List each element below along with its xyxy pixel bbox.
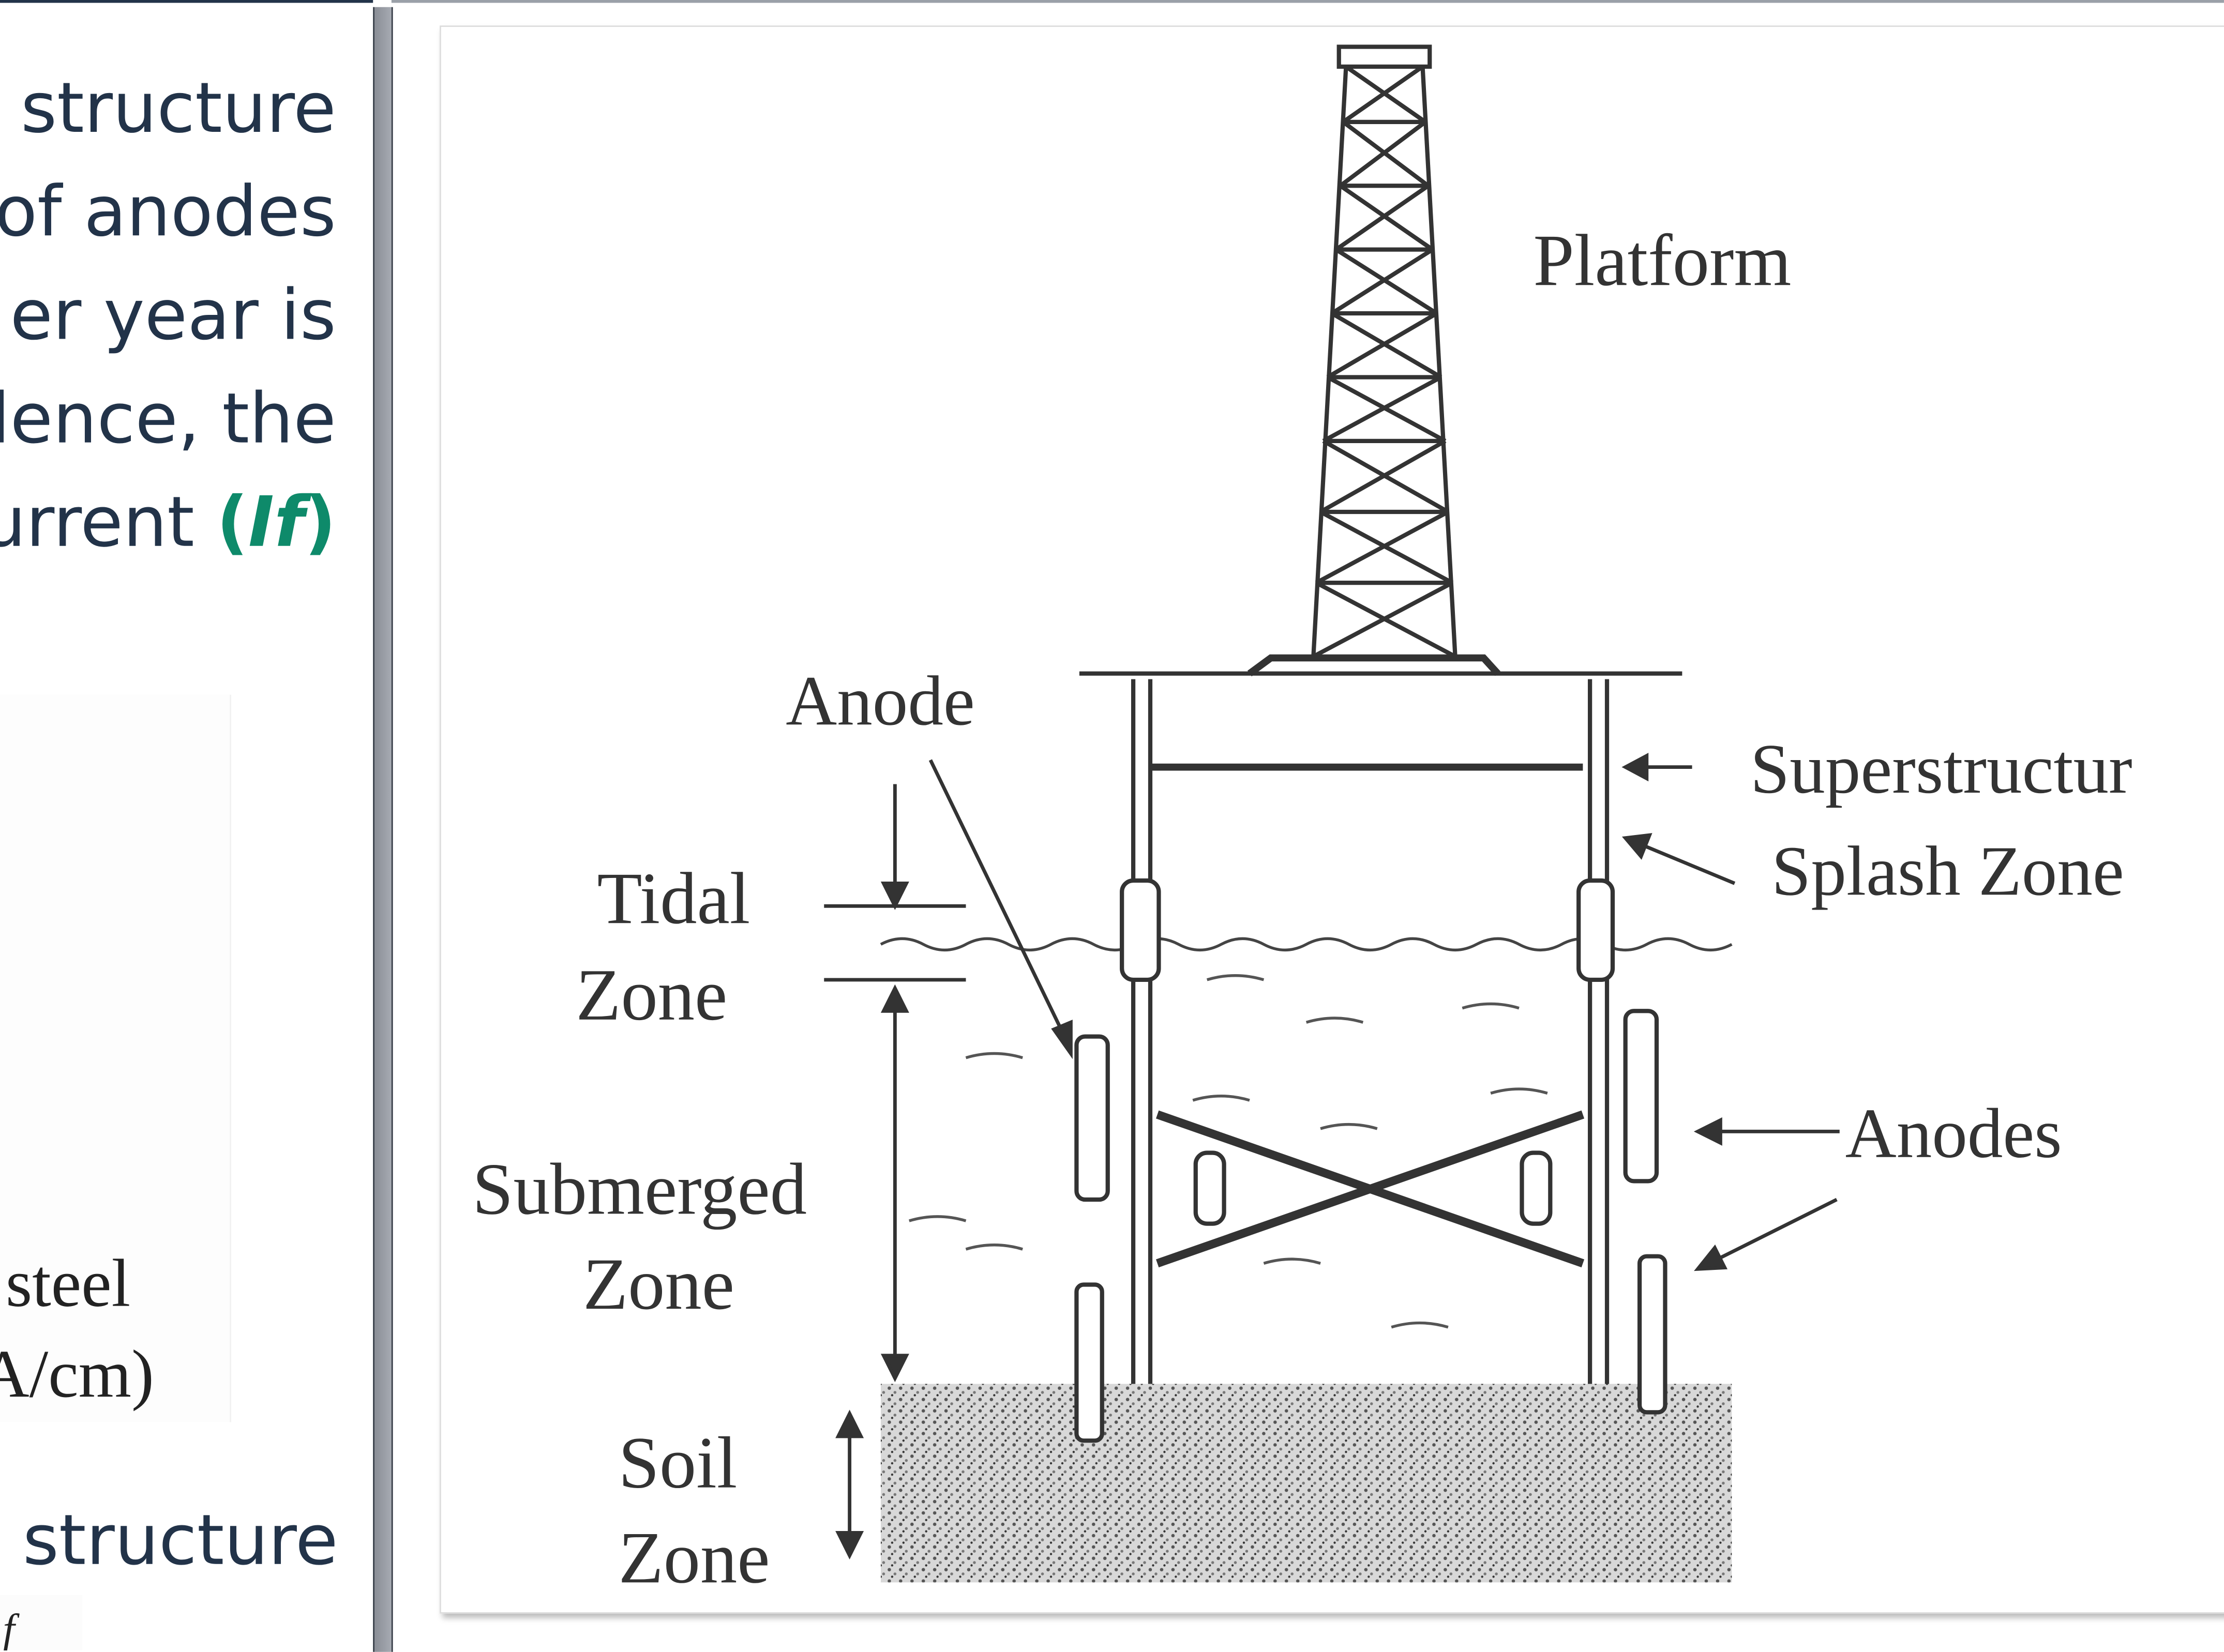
body-line-current: urrent (If)	[0, 471, 336, 574]
body-line: structure	[21, 68, 336, 149]
body-paragraph: structure of anodes er year is lence, th…	[0, 57, 336, 574]
body-line: er year is	[10, 275, 336, 356]
label-splash-zone: Splash Zone	[1771, 831, 2124, 910]
label-submerged: Submerged	[472, 1148, 807, 1230]
deck	[1079, 654, 1682, 771]
label-tidal-zone: Zone	[576, 954, 727, 1036]
label-tidal: Tidal	[597, 857, 750, 939]
water-ripples	[909, 974, 1548, 1329]
soil-region	[880, 1384, 1732, 1583]
label-anode: Anode	[786, 661, 975, 740]
label-superstructure: Superstructur	[1750, 730, 2132, 808]
derrick-tower	[1311, 44, 1457, 659]
label-soil: Soil	[619, 1422, 738, 1504]
label-platform: Platform	[1533, 219, 1791, 301]
paren-close: )	[304, 482, 336, 563]
formula-fragment: f	[0, 1595, 83, 1651]
body-line-bottom: structure	[22, 1500, 338, 1581]
top-border-right	[391, 0, 2224, 3]
offshore-platform-figure: Platform Anode Superstructur Splash Zone…	[440, 25, 2224, 1614]
label-soil-zone: Zone	[619, 1517, 770, 1598]
label-anodes: Anodes	[1845, 1094, 2062, 1173]
divider-bar	[373, 7, 393, 1652]
anodes	[1074, 878, 1667, 1443]
left-image-snippet: steel A/cm)	[0, 694, 231, 1422]
symbol-if: If	[248, 482, 305, 563]
current-symbol: (If)	[217, 482, 336, 563]
fragment-text: f	[3, 1606, 15, 1651]
paren-open: (	[216, 482, 248, 563]
body-line: of anodes	[0, 171, 336, 253]
annotation-arrows	[824, 752, 1840, 1559]
top-border	[0, 0, 373, 3]
body-line: lence, the	[0, 378, 336, 460]
body-line-text: urrent	[0, 482, 217, 563]
platform-diagram: Platform Anode Superstructur Splash Zone…	[472, 44, 2132, 1598]
label-submerged-zone: Zone	[583, 1243, 734, 1325]
snippet-line-steel: steel	[5, 1246, 131, 1322]
snippet-line-unit: A/cm)	[0, 1337, 154, 1413]
